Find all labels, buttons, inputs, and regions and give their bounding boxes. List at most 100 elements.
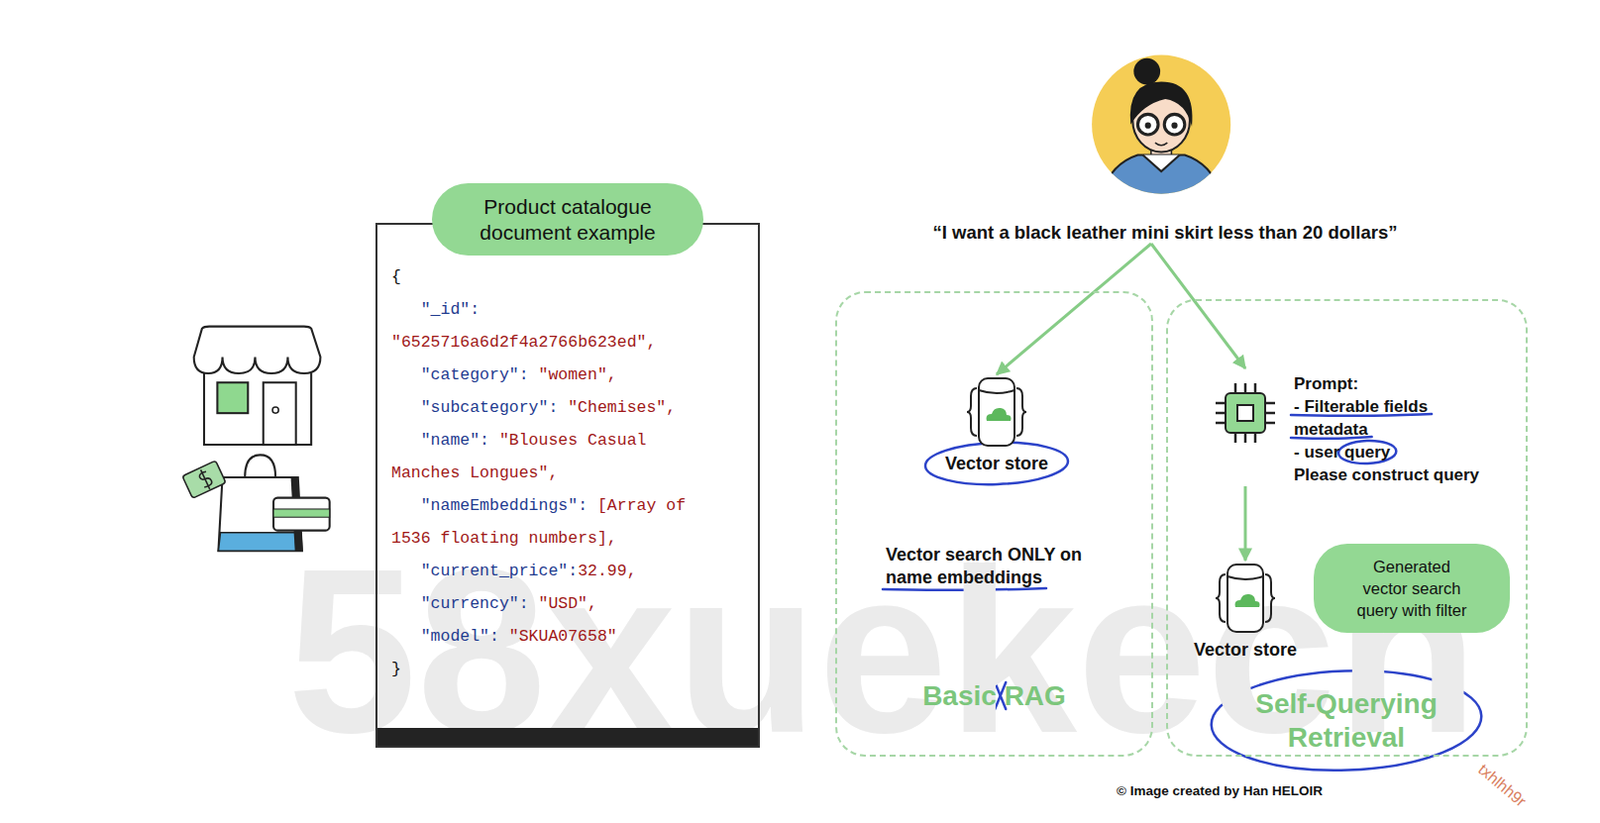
illustrations <box>182 55 1231 552</box>
json-key: "_id": <box>421 300 480 320</box>
dollar-symbol <box>197 467 215 492</box>
tag-body <box>182 460 226 499</box>
avatar-shirt <box>1097 155 1225 208</box>
json-key: "currency": <box>421 594 530 614</box>
chip-pin <box>1215 412 1226 416</box>
chip-pin <box>1215 402 1226 406</box>
cloud-symbol <box>1235 594 1261 608</box>
json-key: "name": <box>421 430 490 450</box>
chip-pin <box>1234 432 1238 443</box>
door-knob <box>272 407 279 414</box>
shop-door <box>263 382 297 445</box>
chip-pin <box>1215 422 1226 426</box>
json-brace: } <box>391 659 402 679</box>
prompt-text: Prompt:- Filterable fields metadata- use… <box>1293 368 1500 487</box>
hand-circle <box>924 439 1068 487</box>
shop-wall <box>204 373 312 445</box>
prompt-line: - Filterable fields metadata <box>1293 395 1500 441</box>
approach-title: Basic RAG <box>837 679 1152 714</box>
json-line: "category":"women", <box>391 358 701 392</box>
chip-core <box>1237 405 1254 422</box>
json-line: { <box>391 260 701 294</box>
json-value: "SKUA07658" <box>509 627 618 646</box>
text-slot: Basic RAG <box>837 679 1152 714</box>
llm-chip-icon <box>1210 378 1280 448</box>
json-line: "nameEmbeddings":[Array of 1536 floating… <box>391 489 701 555</box>
label-slot: © Image created by Han HELOIR <box>1116 783 1323 799</box>
avatar-collar <box>1143 155 1180 172</box>
avatar-glasses <box>1137 113 1159 135</box>
json-line: "currency": "USD", <box>391 587 701 621</box>
json-value: "6525716a6d2f4a2766b623ed", <box>391 332 656 352</box>
chip-pin <box>1244 432 1248 443</box>
label-slot: txhlhh9r <box>1474 760 1529 811</box>
bag-handle <box>244 454 276 478</box>
vector-store: Vector store <box>1185 560 1305 661</box>
user-request: “I want a black leather mini skirt less … <box>933 221 1398 244</box>
prompt-line: - user query <box>1293 440 1500 464</box>
brace <box>1016 388 1027 436</box>
credit-card <box>273 498 330 532</box>
json-key: "current_price": <box>421 561 578 581</box>
chip-body <box>1225 393 1266 433</box>
user-avatar <box>1091 55 1231 207</box>
avatar-figure <box>1097 58 1225 207</box>
brace <box>966 388 977 436</box>
price-tag <box>182 460 226 499</box>
avatar-eye <box>1171 122 1177 129</box>
json-line: "subcategory":"Chemises", <box>391 391 701 425</box>
approach-region: Vector storeVector search ONLY on name e… <box>835 291 1154 757</box>
shop-icon <box>182 326 330 552</box>
vector-store: Vector store <box>937 374 1057 475</box>
store-label: Vector store <box>1185 640 1305 661</box>
document-card: { "_id": "6525716a6d2f4a2766b623ed", "categ… <box>375 183 760 748</box>
vector-store-icon <box>1213 560 1278 637</box>
shop-awning <box>194 326 321 374</box>
text-slot: Self-Querying Retrieval <box>1227 687 1466 755</box>
pill-text: Generated vector search query with filte… <box>1353 555 1471 622</box>
json-line: } <box>391 652 701 686</box>
footer-bar <box>377 728 758 747</box>
avatar-glasses <box>1164 113 1185 135</box>
chip-pin <box>1265 402 1276 406</box>
json-key: "nameEmbeddings": <box>421 496 588 516</box>
card-stripe <box>273 509 330 518</box>
generated-query: Generated vector search query with filte… <box>1313 543 1510 634</box>
json-line: "current_price":32.99, <box>391 554 701 588</box>
json-line: "_id": "6525716a6d2f4a2766b623ed", <box>391 293 701 359</box>
document-title: Product catalogue document example <box>462 194 673 246</box>
shop-window <box>216 382 248 414</box>
text-slot: Vector search ONLY on name embeddings <box>885 543 1124 590</box>
avatar-eye <box>1145 122 1152 129</box>
json-key: "subcategory": <box>421 398 559 418</box>
chip-pin <box>1234 383 1238 394</box>
chip-pin <box>1254 432 1258 443</box>
llm-prompt: Prompt:- Filterable fields metadata- use… <box>1210 368 1500 487</box>
chip-pin <box>1265 412 1276 416</box>
chip-pin <box>1265 422 1276 426</box>
store-body <box>1227 564 1264 633</box>
flow-arrow <box>996 243 1152 375</box>
json-brace: { <box>391 267 402 287</box>
quote-text: “I want a black leather mini skirt less … <box>933 221 1398 244</box>
avatar-bun <box>1133 58 1161 86</box>
json-value: "USD", <box>538 594 598 614</box>
prompt-line: Prompt: <box>1293 372 1500 396</box>
json-line: "name":"Blouses Casual Manches Longues", <box>391 424 701 490</box>
title-pill: Product catalogue document example <box>431 183 704 256</box>
brace <box>1265 574 1276 623</box>
json-value: "women", <box>538 365 618 385</box>
json-body: { "_id": "6525716a6d2f4a2766b623ed", "categ… <box>391 260 701 686</box>
copyright-note: © Image created by Han HELOIR <box>1116 783 1323 799</box>
watermark: txhlhh9r <box>1474 760 1529 811</box>
store-body <box>978 378 1015 446</box>
avatar-mouth <box>1155 142 1168 146</box>
prompt-line: Please construct query <box>1293 463 1500 487</box>
store-label: Vector store <box>937 453 1057 475</box>
approach-region: Prompt:- Filterable fields metadata- use… <box>1166 299 1528 757</box>
json-line: "model":"SKUA07658" <box>391 620 701 653</box>
region-note: Vector search ONLY on name embeddings <box>885 543 1124 590</box>
cloud-symbol <box>986 408 1012 422</box>
chip-pin <box>1254 383 1258 394</box>
